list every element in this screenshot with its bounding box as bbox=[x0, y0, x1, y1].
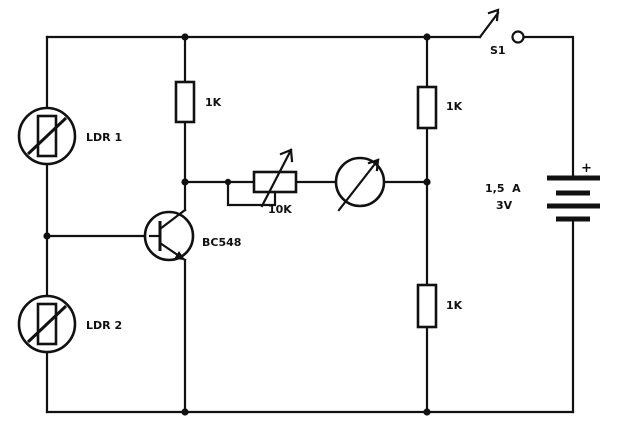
resistor-bottom-right bbox=[416, 283, 438, 329]
potentiometer-symbol bbox=[252, 148, 298, 208]
battery-current-label: 1,5 A bbox=[485, 182, 521, 195]
transistor-symbol bbox=[143, 208, 195, 262]
switch-label: S1 bbox=[490, 44, 506, 57]
resistor-top-left-label: 1K bbox=[205, 96, 222, 109]
potentiometer-label: 10K bbox=[268, 203, 292, 216]
battery-plus-label: + bbox=[581, 161, 592, 176]
resistor-top-right bbox=[416, 85, 438, 130]
transistor-label: BC548 bbox=[202, 236, 241, 249]
ldr2-symbol bbox=[17, 294, 77, 354]
ldr1-label: LDR 1 bbox=[86, 131, 122, 144]
resistor-top-right-label: 1K bbox=[446, 100, 463, 113]
resistor-bottom-right-label: 1K bbox=[446, 299, 463, 312]
wiring bbox=[45, 35, 575, 414]
battery-symbol bbox=[547, 175, 600, 222]
battery-voltage-label: 3V bbox=[496, 199, 513, 212]
ldr1-symbol bbox=[17, 106, 77, 166]
switch-symbol bbox=[478, 8, 525, 44]
junctions bbox=[43, 33, 431, 416]
ldr2-label: LDR 2 bbox=[86, 319, 122, 332]
resistor-top-left bbox=[174, 80, 196, 124]
meter-symbol bbox=[334, 156, 386, 212]
